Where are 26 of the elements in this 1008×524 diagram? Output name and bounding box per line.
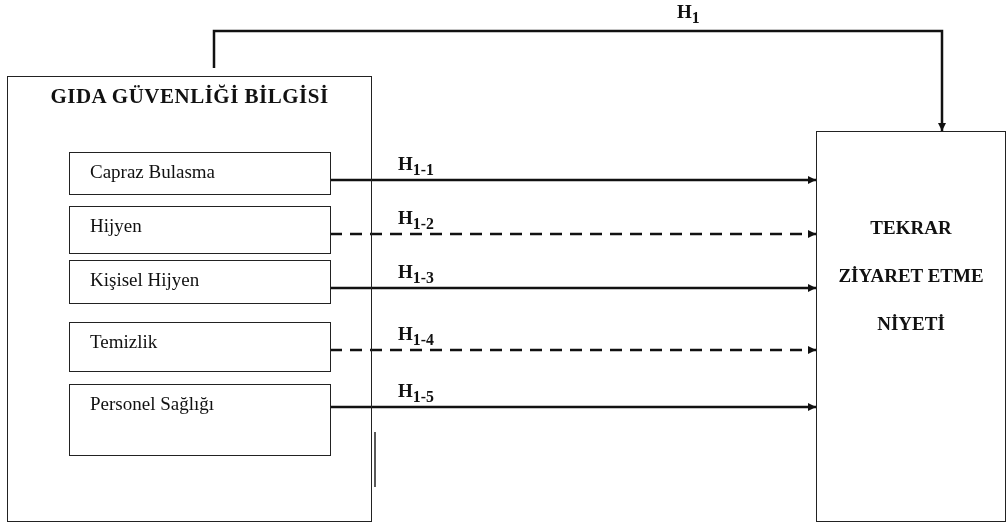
edge-label: H$_{1-3}$ [396,262,436,286]
arrow [330,176,816,184]
outcome-box [816,131,1006,522]
edge-label: H$_{1-1}$ [396,154,436,178]
factor-label: Personel Sağlığı [90,393,215,415]
factor-box [69,152,331,195]
edge-label: H$_{1-2}$ [396,208,436,232]
factor-box [69,206,331,254]
factor-label: Capraz Bulasma [90,161,216,183]
outcome-title: TEKRAR ZİYARET ETME NİYETİ [837,216,985,336]
edge-label: H$_{1-4}$ [396,324,436,348]
group-box [7,76,372,522]
factor-label: Temizlik [90,331,158,353]
dashed-arrow [330,346,816,354]
factor-box [69,322,331,372]
group-title: GIDA GÜVENLİĞİ BİLGİSİ [49,83,330,110]
factor-label: Kişisel Hijyen [90,269,200,291]
dashed-arrow [330,230,816,238]
factor-label: Hijyen [90,215,142,237]
arrow [212,29,946,131]
factor-box [69,260,331,304]
factor-box [69,384,331,456]
edge-label: H$_{1-5}$ [396,381,436,405]
arrow [330,284,816,292]
edge-label: H$_{1}$ [675,2,702,26]
arrow [330,403,816,411]
